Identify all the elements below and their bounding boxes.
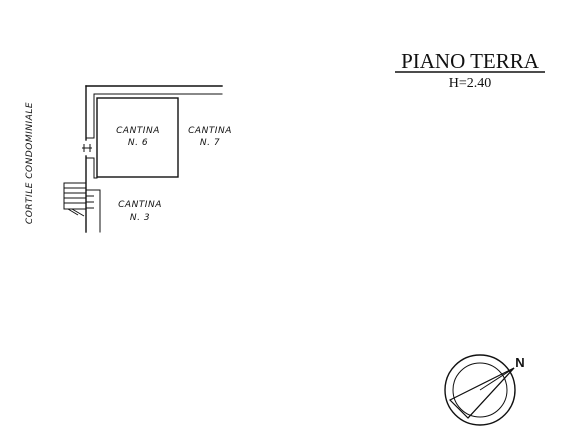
room-number: N. 7 <box>200 138 220 148</box>
room-number: N. 3 <box>130 213 150 223</box>
room-name: CANTINA <box>188 126 232 136</box>
stairs <box>63 182 94 217</box>
courtyard-label: CORTILE CONDOMINIALE <box>25 102 35 224</box>
title-block: PIANO TERRA H=2.40 <box>395 49 545 91</box>
room-number: N. 6 <box>128 138 148 148</box>
floor-title: PIANO TERRA <box>401 49 540 73</box>
walls <box>85 85 223 233</box>
room-label-cantina-6: CANTINA N. 6 <box>116 126 160 148</box>
ceiling-height: H=2.40 <box>449 76 492 91</box>
room-label-cantina-7: CANTINA N. 7 <box>188 126 232 148</box>
north-compass-icon <box>444 354 516 426</box>
room-label-cantina-3: CANTINA N. 3 <box>118 200 162 223</box>
room-name: CANTINA <box>118 200 162 210</box>
door-symbol <box>82 144 92 152</box>
cantina-6-outline <box>96 97 179 178</box>
room-name: CANTINA <box>116 126 160 136</box>
north-label: N <box>515 355 524 370</box>
